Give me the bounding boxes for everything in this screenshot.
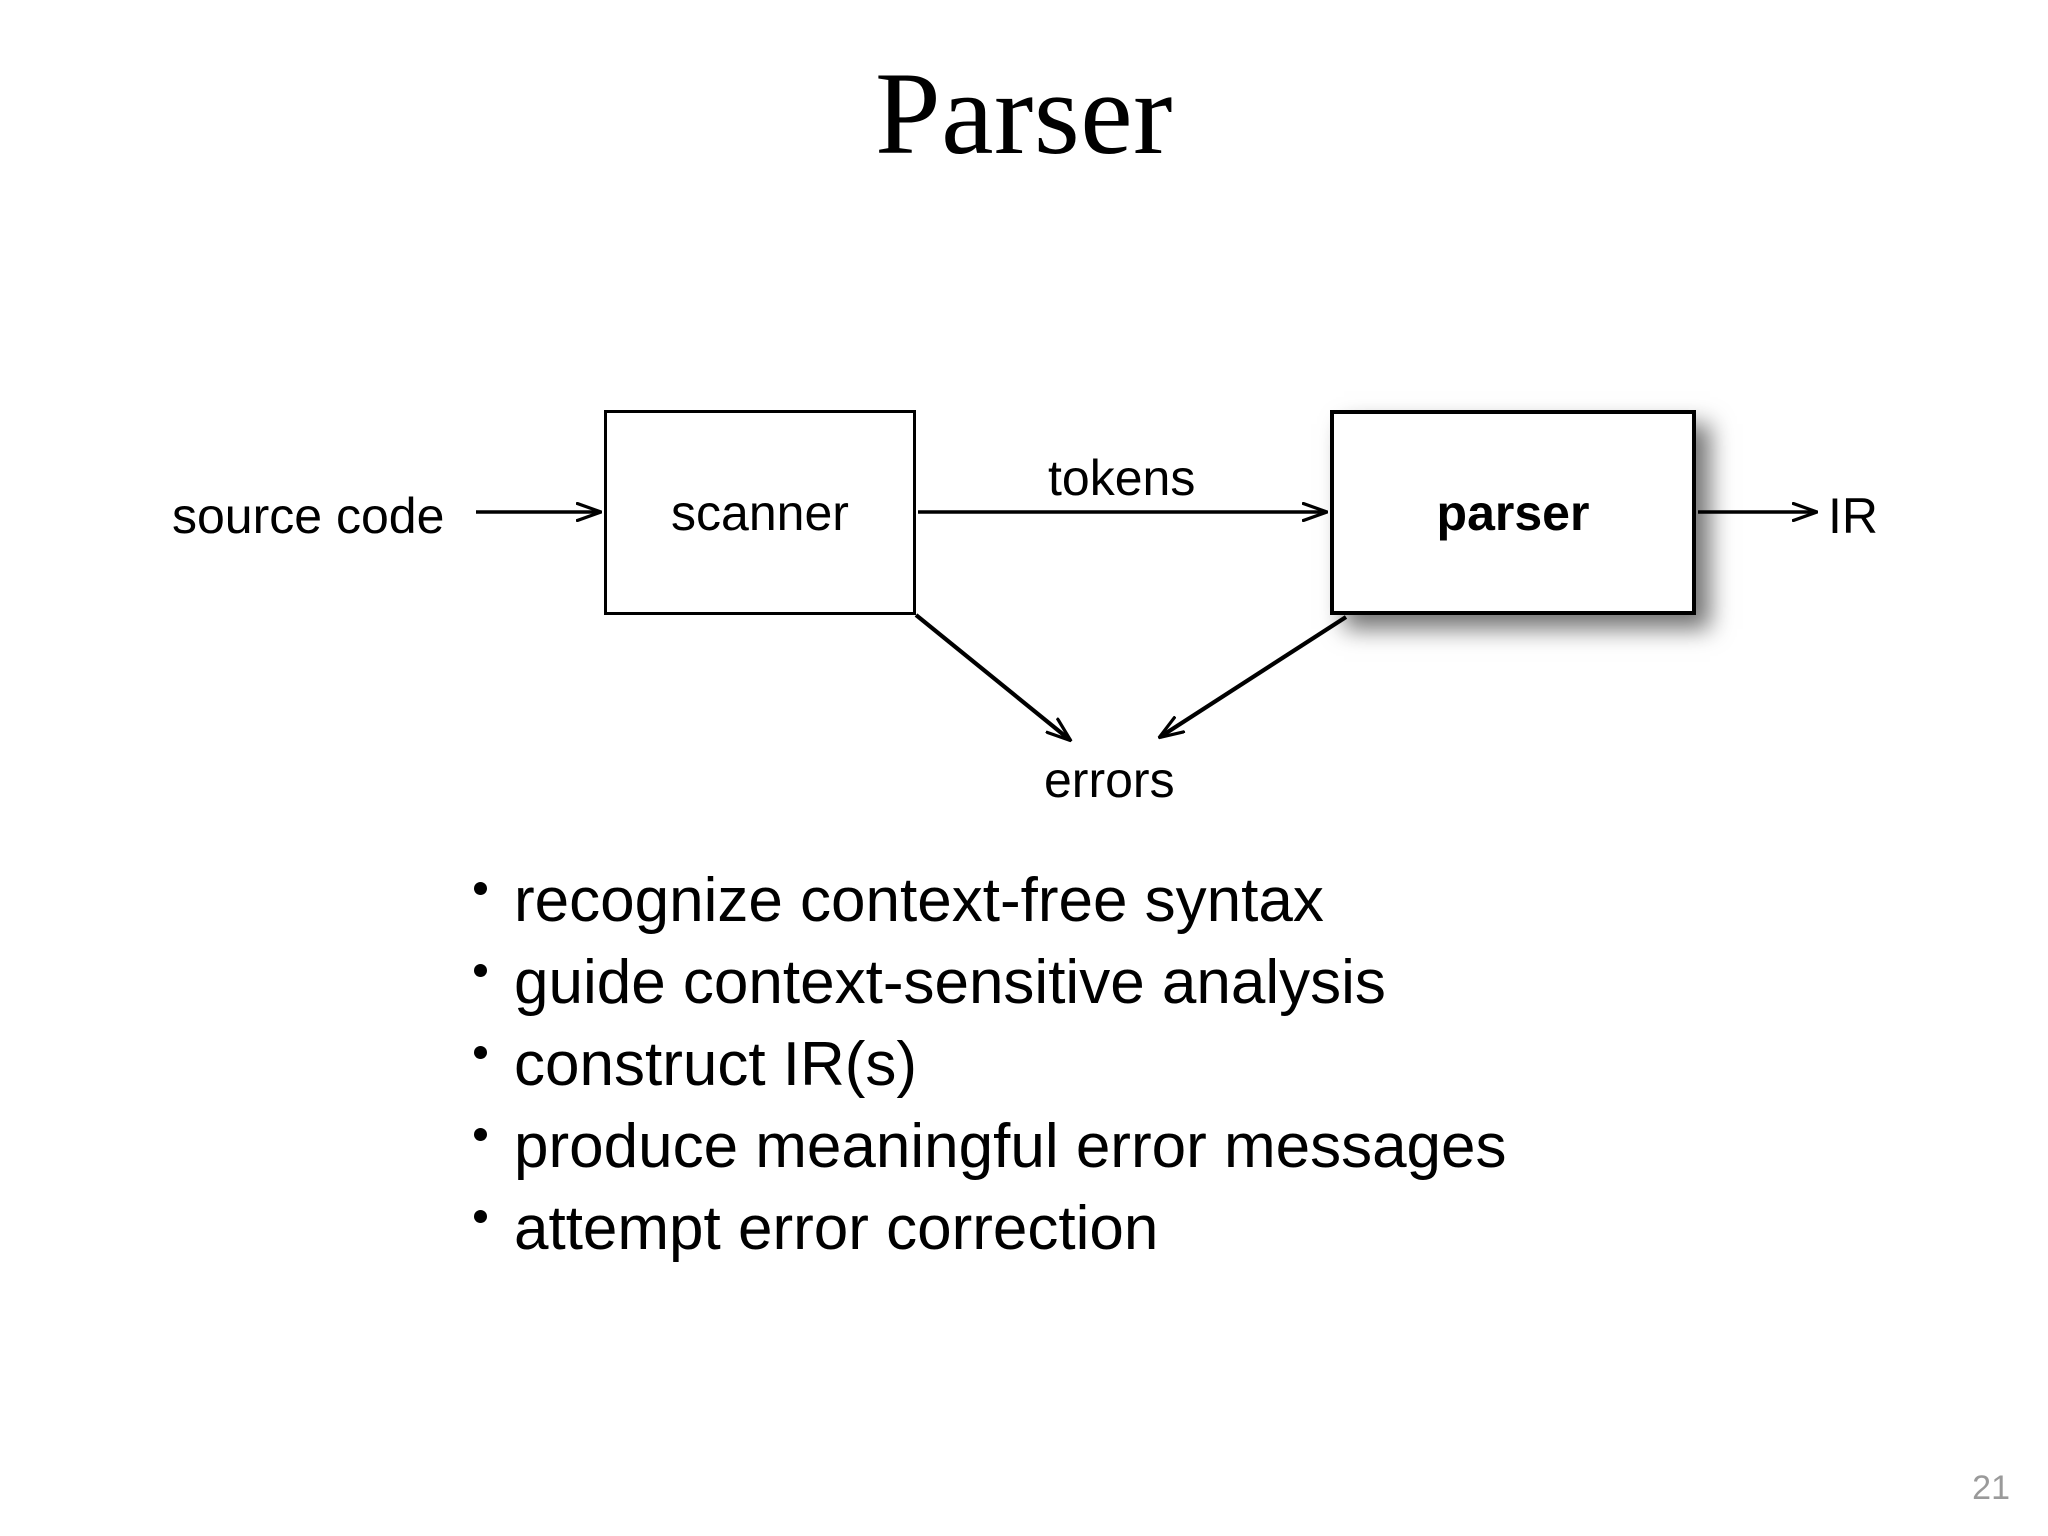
bullet-dot-icon xyxy=(474,1210,487,1223)
list-item-label: recognize context-free syntax xyxy=(514,866,1324,935)
diagram-label-ir: IR xyxy=(1828,488,1878,544)
page-number: 21 xyxy=(1972,1469,2010,1507)
bullet-dot-icon xyxy=(474,882,487,895)
list-item-label: construct IR(s) xyxy=(514,1030,918,1099)
list-item: attempt error correction xyxy=(470,1194,1870,1264)
diagram-label-source-code: source code xyxy=(172,488,445,544)
list-item-label: produce meaningful error messages xyxy=(514,1112,1507,1181)
bullet-dot-icon xyxy=(474,1128,487,1141)
pipeline-diagram: scanner parser source code tokens IR err… xyxy=(172,0,2048,860)
list-item: construct IR(s) xyxy=(470,1030,1870,1100)
list-item-label: guide context-sensitive analysis xyxy=(514,948,1386,1017)
list-item-label: attempt error correction xyxy=(514,1194,1159,1263)
diagram-label-tokens: tokens xyxy=(1048,450,1196,506)
bullet-dot-icon xyxy=(474,1046,487,1059)
diagram-node-scanner[interactable]: scanner xyxy=(604,410,916,615)
list-item: guide context-sensitive analysis xyxy=(470,948,1870,1018)
bullet-dot-icon xyxy=(474,964,487,977)
list-item: recognize context-free syntax xyxy=(470,866,1870,936)
arrow-parser-to-errors xyxy=(1160,615,1348,737)
diagram-node-parser[interactable]: parser xyxy=(1330,410,1696,615)
diagram-node-parser-label: parser xyxy=(1436,484,1590,541)
diagram-label-errors: errors xyxy=(1044,752,1175,808)
diagram-arrows xyxy=(476,0,2048,860)
bullet-list: recognize context-free syntax guide cont… xyxy=(470,866,1870,1276)
arrow-scanner-to-errors xyxy=(914,613,1070,740)
list-item: produce meaningful error messages xyxy=(470,1112,1870,1182)
diagram-node-scanner-label: scanner xyxy=(671,484,849,541)
page-title: Parser xyxy=(875,48,1173,179)
